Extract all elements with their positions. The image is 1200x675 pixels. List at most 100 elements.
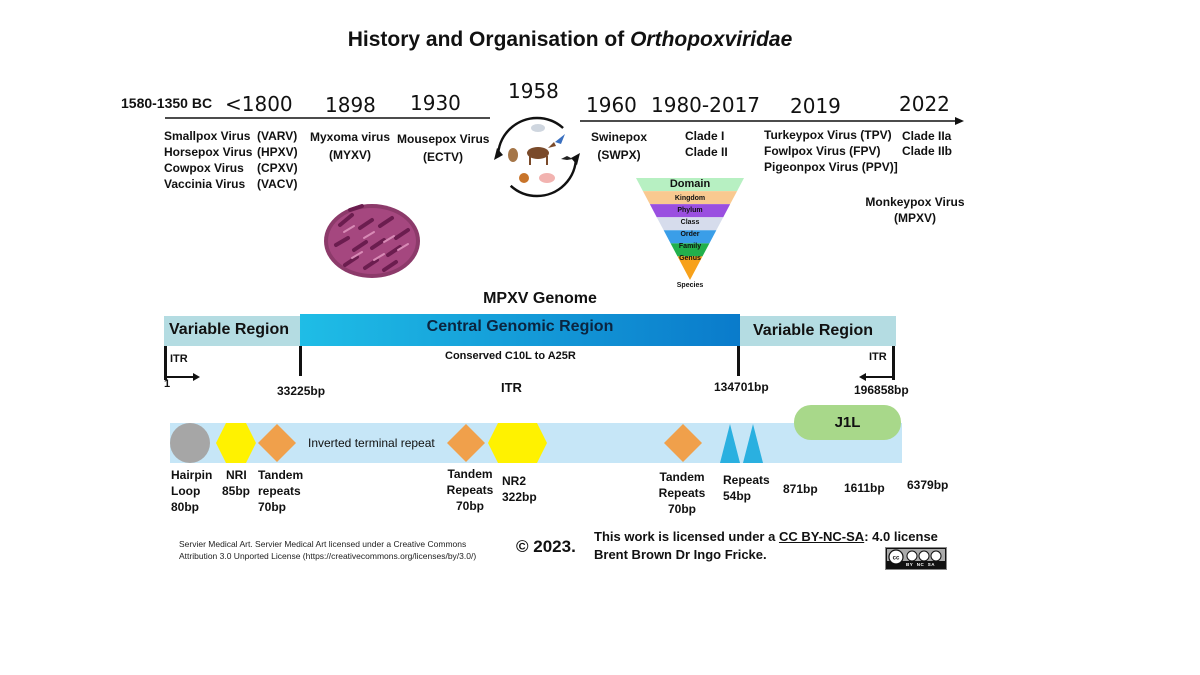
taxonomy-kingdom-label: Kingdom [674, 195, 706, 202]
variable-region-right-label: Variable Region [753, 322, 874, 339]
virus-particle-icon [324, 204, 420, 278]
taxonomy-band-family [670, 243, 710, 257]
license-prefix: This work is licensed under a [594, 529, 776, 544]
taxonomy-genus-label: Genus [679, 255, 701, 262]
license-suffix: : 4.0 license [864, 529, 938, 544]
year-1980-2017: 1980-2017 [651, 93, 761, 117]
j1l-pill [794, 405, 901, 440]
taxonomy-band-species [684, 269, 696, 280]
bp-6379-label: 6379bp [907, 478, 949, 492]
hairpin-loop-shape [170, 423, 210, 463]
nr2-hexagon [488, 423, 547, 463]
taxonomy-band-genus [677, 256, 703, 270]
repeat-triangle-2 [743, 424, 763, 463]
genome-end-marker [892, 346, 895, 380]
nr1-hexagon [216, 423, 256, 463]
genome-start-marker [164, 346, 167, 380]
cc-badge-text: BY NC SA [906, 562, 936, 567]
year-1930: 1930 [410, 91, 461, 115]
monkeypox-label: Monkeypox Virus (MPXV) [865, 195, 965, 225]
tandem-repeat-diamond-3 [664, 424, 702, 462]
taxonomy-band-domain [636, 178, 744, 192]
taxonomy-band-phylum [649, 204, 731, 218]
cc-badge-icons: cc [887, 549, 945, 565]
year-2019: 2019 [790, 94, 841, 118]
year-1800: <1800 [225, 92, 293, 116]
horse-icon [527, 147, 549, 159]
itr-center-label: ITR [501, 380, 522, 395]
taxonomy-species-label: Species [676, 282, 704, 289]
year-1580bc: 1580-1350 BC [121, 95, 213, 111]
cycle-arrowhead-right [571, 153, 580, 165]
mousepox-label: Mousepox Virus (ECTV) [397, 132, 490, 164]
cycle-arrowhead-left [494, 148, 503, 160]
taxonomy-band-kingdom [642, 191, 738, 205]
central-genomic-region: Central Genomic Region [300, 314, 740, 346]
genome-marker-33225 [299, 346, 302, 376]
taxonomy-family-label: Family [678, 243, 702, 250]
nr2-label: NR2 322bp [502, 474, 537, 504]
year-1898: 1898 [325, 93, 376, 117]
tandem-repeats-2-label: Tandem Repeats 70bp [446, 467, 494, 513]
clades-2022-label: Clade IIa Clade IIb [902, 129, 953, 158]
position-start: 1 [164, 378, 171, 390]
title-italic: Orthopoxviridae [630, 28, 793, 51]
taxonomy-class-label: Class [680, 219, 700, 226]
nri-label: NRI 85bp [222, 468, 251, 498]
squirrel-icon [519, 173, 529, 183]
bird-viruses-2019-label: Turkeypox Virus (TPV) Fowlpox Virus (FPV… [764, 128, 898, 174]
taxonomy-band-class [656, 217, 724, 231]
nc-icon [918, 550, 930, 562]
bp-871-label: 871bp [783, 482, 818, 496]
sa-icon [930, 550, 942, 562]
bp-1611-label: 1611bp [844, 481, 885, 495]
page-title: History and Organisation of Orthopoxviri… [0, 28, 1140, 52]
tandem-repeats-3-label: Tandem Repeats 70bp [658, 470, 706, 516]
year-1958: 1958 [508, 79, 559, 103]
taxonomy-order-label: Order [680, 231, 700, 238]
itr-arrow-left-icon [859, 373, 866, 381]
swinepox-label: Swinepox (SWPX) [590, 130, 647, 162]
itr-right-label: ITR [869, 351, 887, 363]
bat-icon [561, 156, 573, 160]
by-icon [906, 550, 918, 562]
taxonomy-domain-label: Domain [669, 178, 711, 190]
copyright-label: © 2023. [516, 537, 576, 556]
variable-region-left-label: Variable Region [169, 321, 290, 338]
pig-icon [539, 173, 555, 183]
conserved-label: Conserved C10L to A25R [445, 350, 576, 362]
itr-arrow-right-icon [193, 373, 200, 381]
mouse-icon [531, 124, 545, 132]
tandem-repeat-diamond-2 [447, 424, 485, 462]
tandem-repeat-diamond-1 [258, 424, 296, 462]
myxoma-label: Myxoma virus (MYXV) [310, 130, 391, 162]
svg-text:cc: cc [893, 556, 900, 562]
repeats-label: Repeats 54bp [723, 473, 770, 503]
year-1960: 1960 [586, 93, 637, 117]
timeline-arrowhead [955, 117, 964, 125]
central-genomic-region-label: Central Genomic Region [426, 318, 614, 335]
variable-region-right: Variable Region [740, 316, 896, 346]
viruses-1800-list: Smallpox Virus Horsepox Virus Cowpox Vir… [164, 129, 253, 191]
servier-credit: Servier Medical Art. Servier Medical Art… [179, 539, 477, 561]
hairpin-loop-label: Hairpin Loop 80bp [171, 468, 213, 514]
position-33225: 33225bp [277, 384, 326, 398]
license-link[interactable]: CC BY-NC-SA [778, 529, 865, 544]
year-2022: 2022 [899, 92, 950, 116]
title-prefix: History and Organisation of [347, 28, 625, 51]
cc-license-badge[interactable]: cc BY NC SA [885, 547, 947, 570]
j1l-label: J1L [834, 414, 861, 431]
cc-icon [888, 549, 904, 565]
monkey-icon [508, 148, 518, 162]
genome-marker-134701 [737, 346, 740, 376]
itr-left-label: ITR [170, 353, 188, 365]
genome-title: MPXV Genome [483, 290, 597, 307]
tandem-repeats-1-label: Tandem repeats 70bp [258, 468, 304, 514]
repeat-triangle-1 [720, 424, 740, 463]
variable-region-left: Variable Region [164, 316, 300, 346]
bird-icon [555, 134, 565, 144]
